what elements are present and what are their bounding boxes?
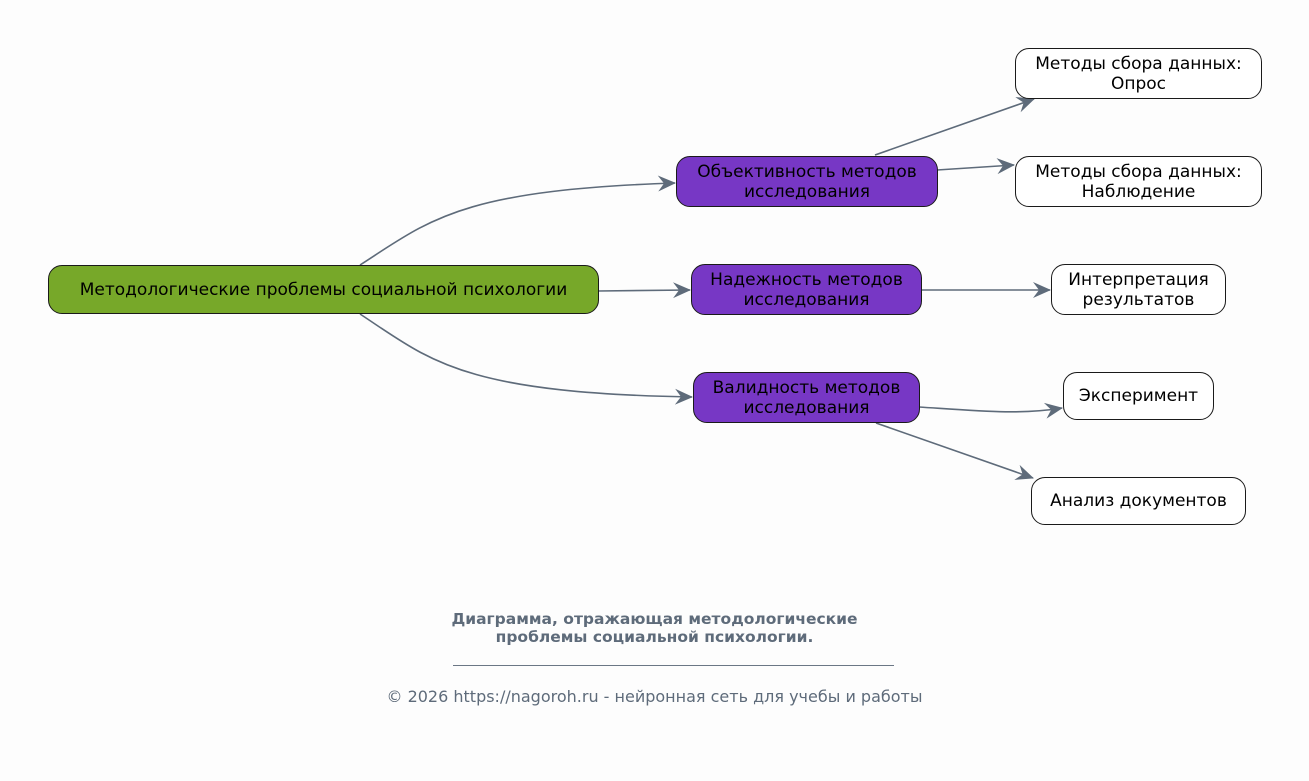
node-survey: Методы сбора данных: Опрос [1015, 48, 1262, 99]
edge-validity-experiment [918, 402, 1063, 419]
node-root: Методологические проблемы социальной пси… [48, 265, 599, 314]
edge-root-objectivity [359, 175, 676, 266]
edge-root-validity [359, 313, 693, 405]
caption-title: Диаграмма, отражающая методологические п… [451, 610, 858, 646]
node-documents: Анализ документов [1031, 477, 1246, 525]
node-validity: Валидность методов исследования [693, 372, 920, 423]
edge-objectivity-survey [874, 97, 1035, 156]
node-experiment: Эксперимент [1063, 372, 1214, 420]
caption-footer: © 2026 https://nagoroh.ru - нейронная се… [386, 687, 923, 706]
node-observation: Методы сбора данных: Наблюдение [1015, 156, 1262, 207]
node-reliability: Надежность методов исследования [691, 264, 922, 315]
caption-divider [453, 665, 894, 666]
edge-validity-documents [875, 422, 1034, 480]
node-interpretation: Интерпретация результатов [1051, 264, 1226, 315]
edge-objectivity-observation [936, 158, 1015, 175]
node-objectivity: Объективность методов исследования [676, 156, 938, 207]
edge-root-reliability [597, 282, 691, 299]
